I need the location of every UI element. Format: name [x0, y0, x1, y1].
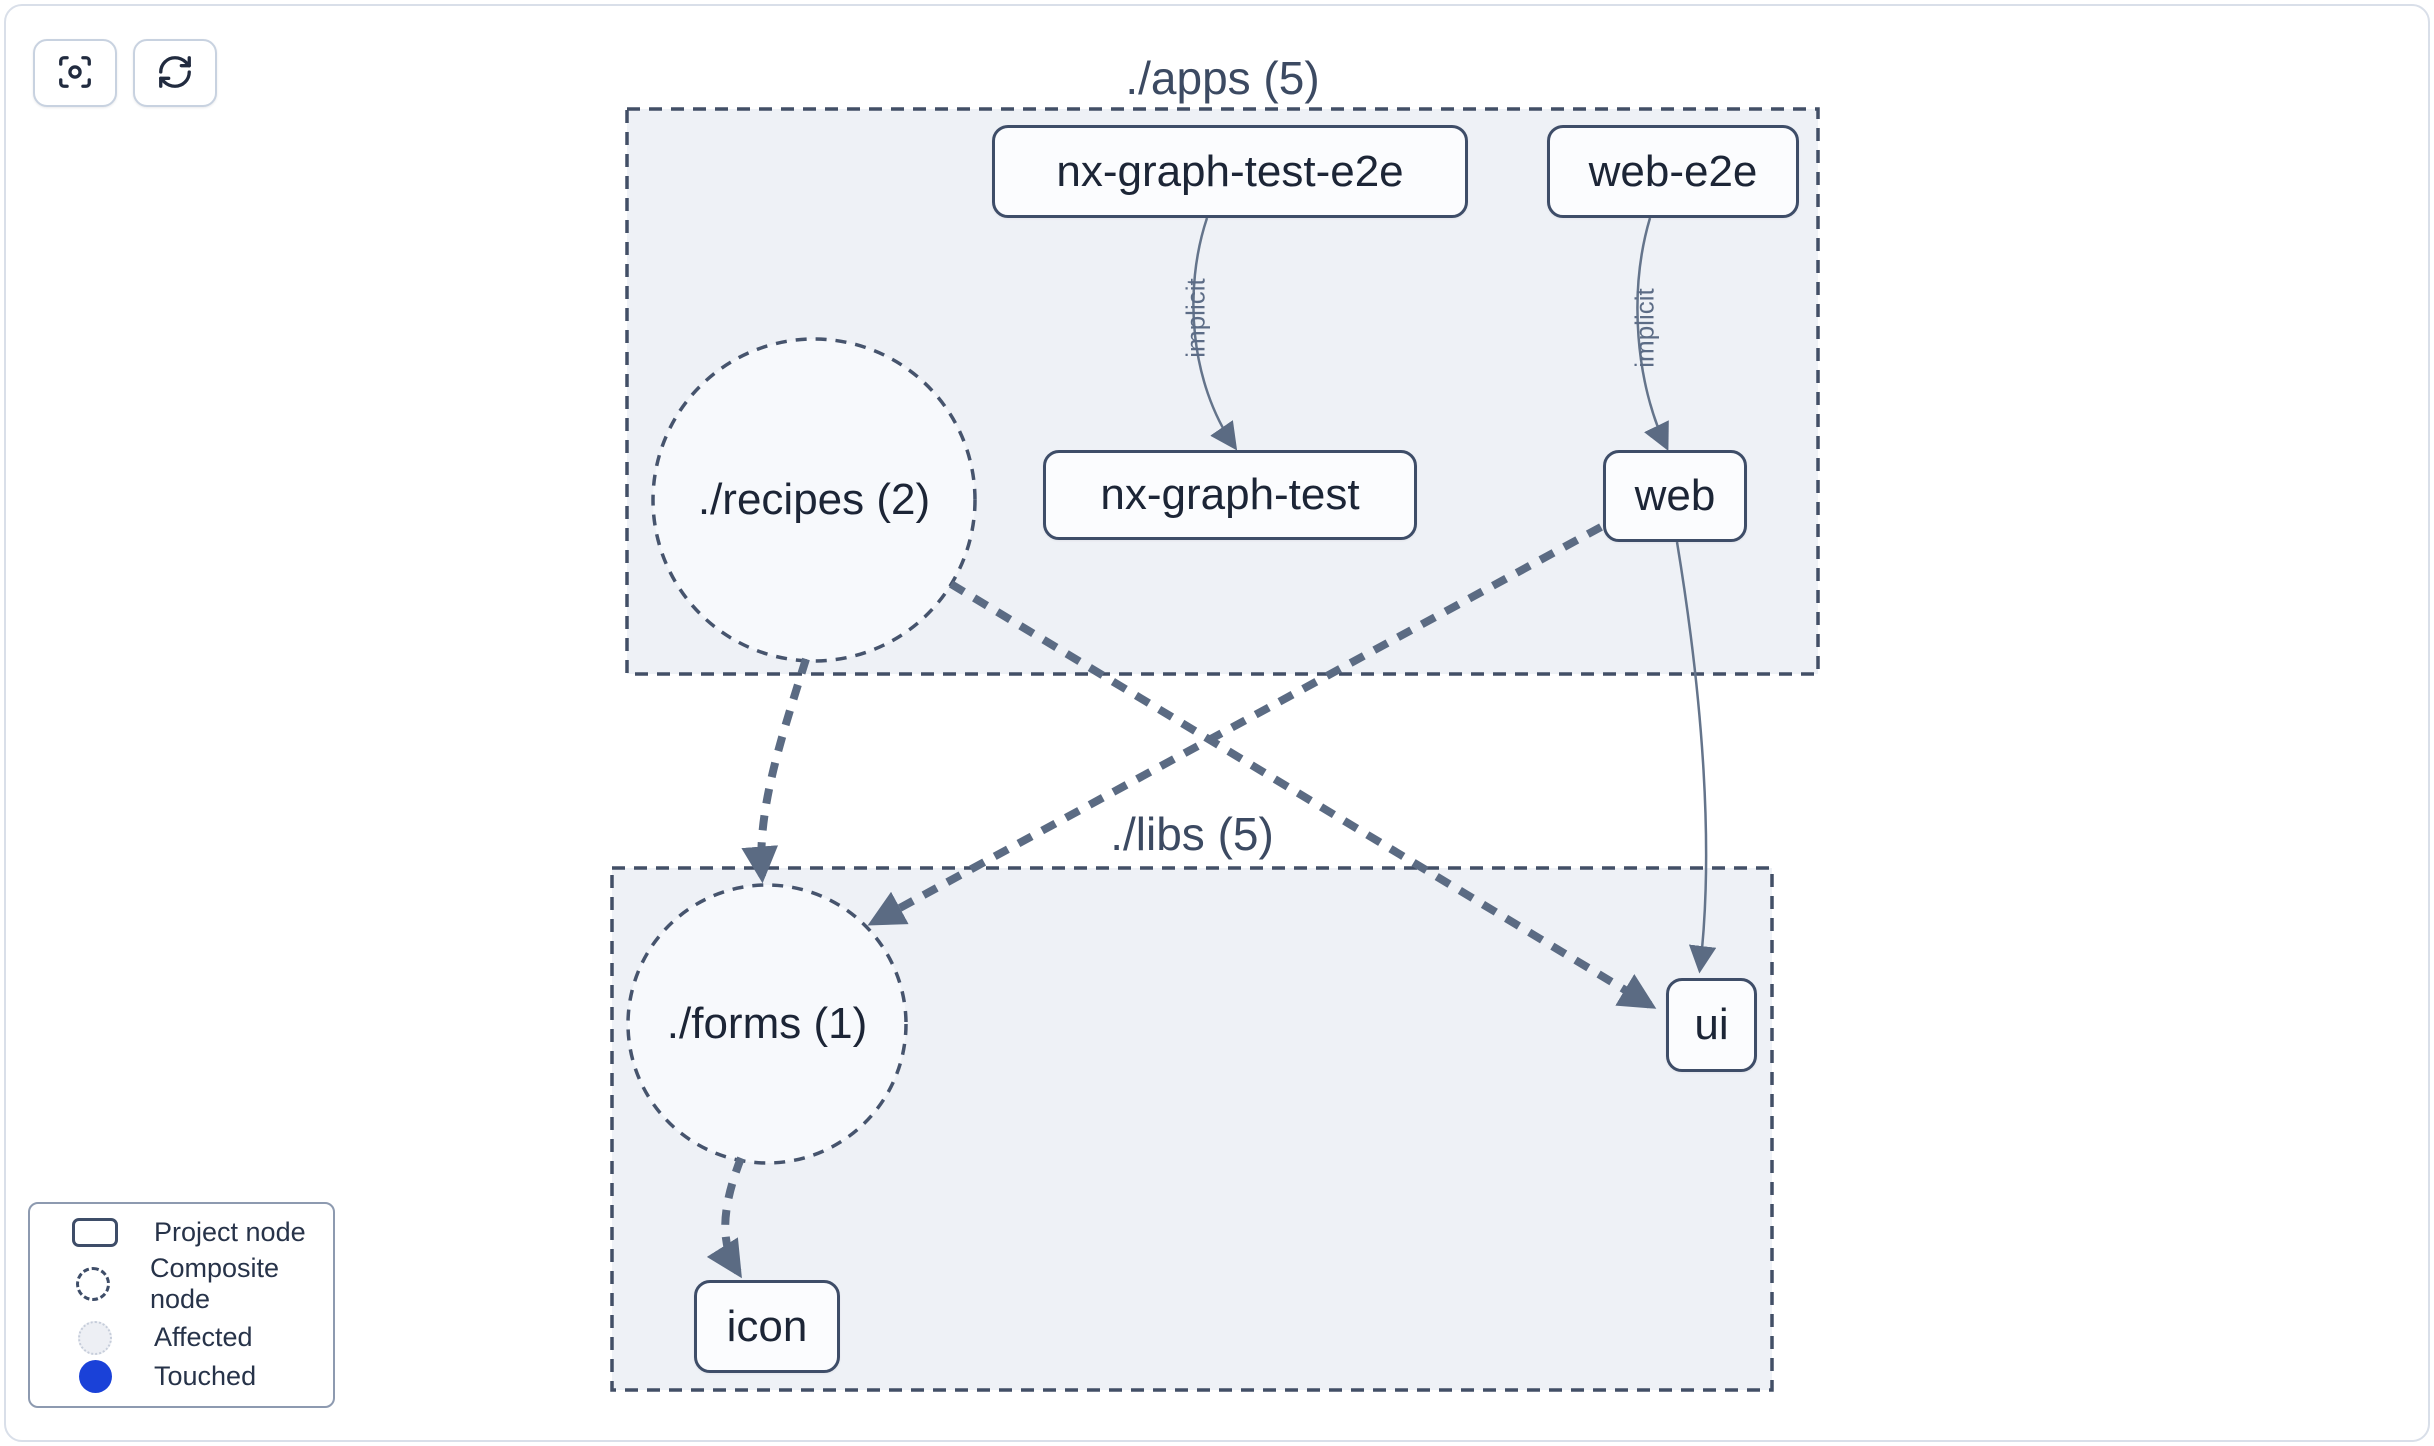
focus-icon [56, 53, 94, 94]
node-nx-graph-test[interactable]: nx-graph-test [1043, 450, 1417, 540]
group-label-apps: ./apps (5) [1125, 52, 1320, 104]
group-label-libs: ./libs (5) [1110, 808, 1274, 860]
node-icon[interactable]: icon [694, 1280, 840, 1373]
project-node-swatch [72, 1218, 118, 1248]
legend: Project node Composite node Affected Tou… [28, 1202, 335, 1408]
affected-swatch [78, 1320, 112, 1355]
legend-row-project-node: Project node [30, 1217, 333, 1248]
legend-row-touched: Touched [30, 1359, 333, 1393]
node-ui[interactable]: ui [1666, 978, 1757, 1072]
composite-node-forms[interactable]: ./forms (1) [666, 999, 868, 1048]
legend-row-affected: Affected [30, 1320, 333, 1355]
edge-label-implicit-1: implicit [1180, 278, 1211, 358]
edge-label-implicit-2: implicit [1629, 288, 1660, 368]
node-web-e2e[interactable]: web-e2e [1547, 125, 1799, 218]
legend-label: Composite node [149, 1253, 280, 1315]
toolbar [33, 39, 217, 107]
refresh-graph-button[interactable] [133, 39, 217, 107]
composite-node-recipes[interactable]: ./recipes (2) [697, 475, 931, 524]
legend-label: Touched [154, 1360, 257, 1391]
legend-row-composite-node: Composite node [30, 1253, 333, 1315]
node-nx-graph-test-e2e[interactable]: nx-graph-test-e2e [992, 125, 1468, 218]
legend-label: Project node [154, 1217, 306, 1248]
refresh-icon [156, 53, 194, 94]
legend-label: Affected [154, 1322, 253, 1353]
touched-swatch [78, 1359, 112, 1393]
center-graph-button[interactable] [33, 39, 117, 107]
node-web[interactable]: web [1603, 450, 1747, 542]
composite-node-swatch [75, 1267, 110, 1302]
